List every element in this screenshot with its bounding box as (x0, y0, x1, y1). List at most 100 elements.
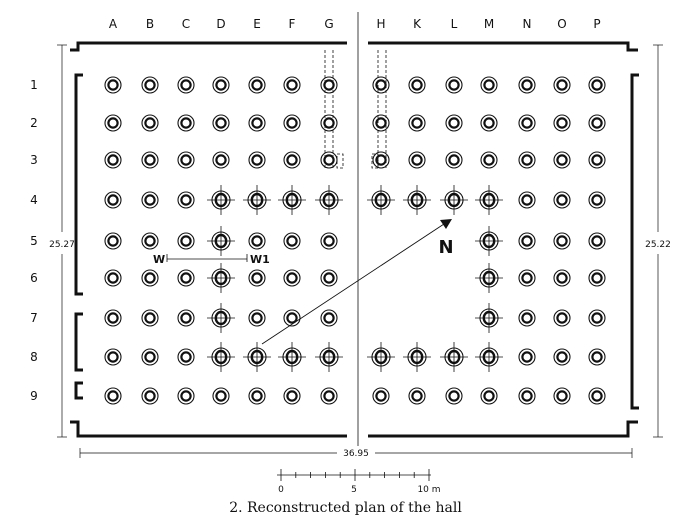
column-label: C (182, 17, 190, 31)
row-label: 1 (30, 78, 38, 92)
row-label: 3 (30, 153, 38, 167)
pillar (518, 191, 536, 209)
pillar (104, 114, 122, 132)
pillar (588, 151, 606, 169)
pillar (212, 114, 230, 132)
section-label-w: W (153, 253, 165, 266)
column-label: K (413, 17, 422, 31)
pillar (177, 151, 195, 169)
pillar (320, 309, 338, 327)
outer-wall (70, 41, 639, 438)
pillar (248, 232, 266, 250)
pillar (104, 348, 122, 366)
column-label: F (289, 17, 296, 31)
north-arrow (261, 219, 452, 345)
pillar (518, 269, 536, 287)
pillar (177, 348, 195, 366)
pillar (372, 76, 390, 94)
row-label: 6 (30, 271, 38, 285)
pillar (177, 232, 195, 250)
pillar (104, 232, 122, 250)
pillar (372, 151, 390, 169)
column-label: N (523, 17, 532, 31)
pillar (248, 114, 266, 132)
column-label: L (451, 17, 458, 31)
pillar (212, 387, 230, 405)
pillar (177, 114, 195, 132)
pillar (283, 309, 301, 327)
pillar (212, 151, 230, 169)
pillar (248, 76, 266, 94)
section-line (166, 254, 248, 262)
column-label: H (376, 17, 385, 31)
pillar (408, 151, 426, 169)
pillar (104, 76, 122, 94)
row-label: 5 (30, 234, 38, 248)
pillar (141, 114, 159, 132)
pillar (141, 348, 159, 366)
pillar (141, 387, 159, 405)
pillar (480, 387, 498, 405)
dimension-right-value: 25.22 (645, 240, 671, 250)
pillar (518, 114, 536, 132)
pillar (408, 387, 426, 405)
pillar (283, 114, 301, 132)
pillar (320, 269, 338, 287)
pillar (372, 387, 390, 405)
pillar (408, 76, 426, 94)
pillar (518, 309, 536, 327)
pillar (588, 309, 606, 327)
pillar (141, 309, 159, 327)
pillar (177, 76, 195, 94)
pillar (248, 309, 266, 327)
pillar (518, 76, 536, 94)
pillar (518, 151, 536, 169)
pillar (553, 232, 571, 250)
pillar (588, 269, 606, 287)
pillar (212, 76, 230, 94)
scale-label-5: 5 (351, 485, 357, 495)
pillar (372, 114, 390, 132)
pillar (104, 309, 122, 327)
column-label: G (324, 17, 333, 31)
pillar (283, 151, 301, 169)
section-label-w1: W1 (250, 253, 270, 266)
pillar (445, 387, 463, 405)
pillar (141, 232, 159, 250)
pillar (177, 387, 195, 405)
pillar (283, 232, 301, 250)
pillar (588, 232, 606, 250)
column-label: P (593, 17, 600, 31)
pillar (553, 151, 571, 169)
pillar (588, 191, 606, 209)
pillar (553, 387, 571, 405)
pillar (553, 269, 571, 287)
pillar (588, 114, 606, 132)
pillar (320, 232, 338, 250)
column-label: M (484, 17, 494, 31)
pillar (553, 348, 571, 366)
pillar-grid (104, 76, 606, 405)
scale-label-0: 0 (278, 485, 284, 495)
pillar (480, 76, 498, 94)
scale-bar (277, 469, 431, 481)
scale-label-10: 10 m (417, 485, 440, 495)
column-label: A (109, 17, 118, 31)
pillar (283, 387, 301, 405)
pillar-crosses (207, 185, 503, 372)
pillar (445, 76, 463, 94)
pillar (445, 114, 463, 132)
pillar (320, 76, 338, 94)
pillar (588, 348, 606, 366)
pillar (588, 387, 606, 405)
pillar (248, 387, 266, 405)
pillar (480, 114, 498, 132)
pillar (283, 76, 301, 94)
pillar (104, 151, 122, 169)
partition-dashes (324, 50, 387, 169)
row-label: 4 (30, 193, 38, 207)
pillar (553, 191, 571, 209)
